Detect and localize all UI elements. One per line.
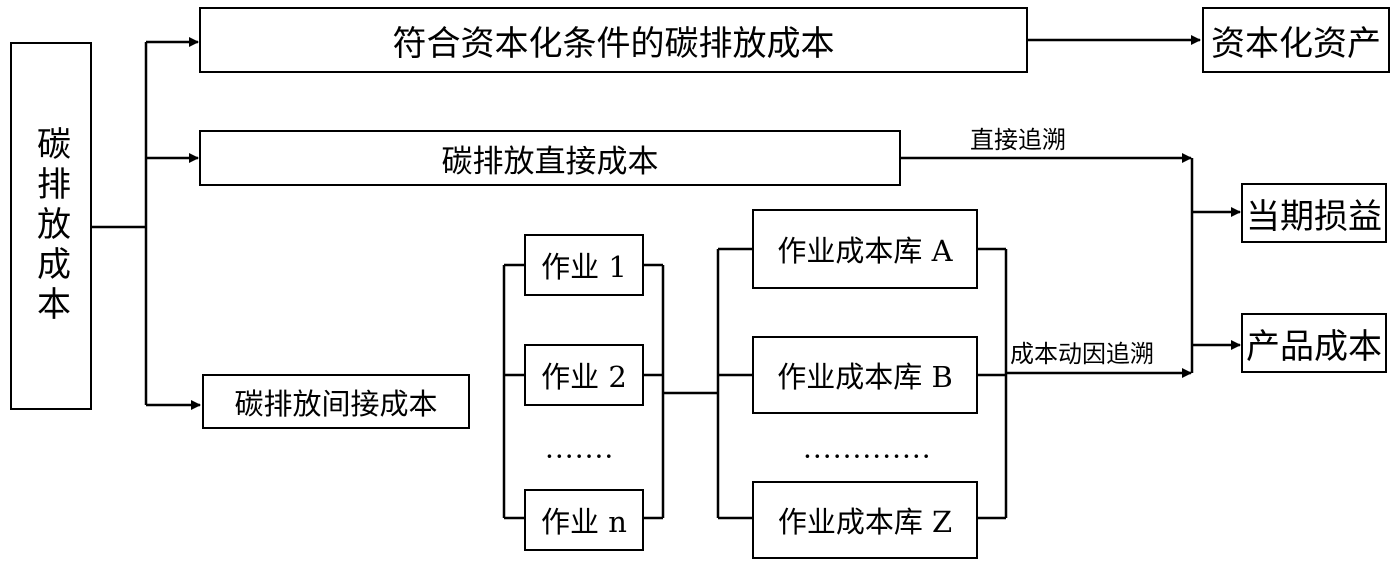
direct-trace-label: 直接追溯: [970, 126, 1066, 154]
capitalizable-cost-box: 符合资本化条件的碳排放成本: [199, 7, 1028, 73]
capitalized-asset-box: 资本化资产: [1202, 7, 1390, 73]
indirect-cost-box: 碳排放间接成本: [202, 374, 470, 429]
cost-pool-box: 作业成本库 Z: [752, 481, 978, 559]
activity-ellipsis: ·······: [545, 440, 615, 473]
direct-cost-box: 碳排放直接成本: [199, 130, 901, 186]
current-pl-box: 当期损益: [1241, 183, 1387, 243]
driver-trace-label: 成本动因追溯: [1010, 340, 1154, 368]
carbon-cost-root-box: 碳排放成本: [10, 42, 92, 410]
activity-box: 作业 n: [524, 489, 644, 551]
cost-pool-box: 作业成本库 B: [752, 336, 978, 414]
cost-pool-box: 作业成本库 A: [752, 209, 978, 289]
product-cost-box: 产品成本: [1241, 313, 1387, 373]
activity-box: 作业 2: [524, 344, 644, 406]
activity-box: 作业 1: [524, 234, 644, 296]
pool-ellipsis: ·············: [803, 440, 932, 473]
